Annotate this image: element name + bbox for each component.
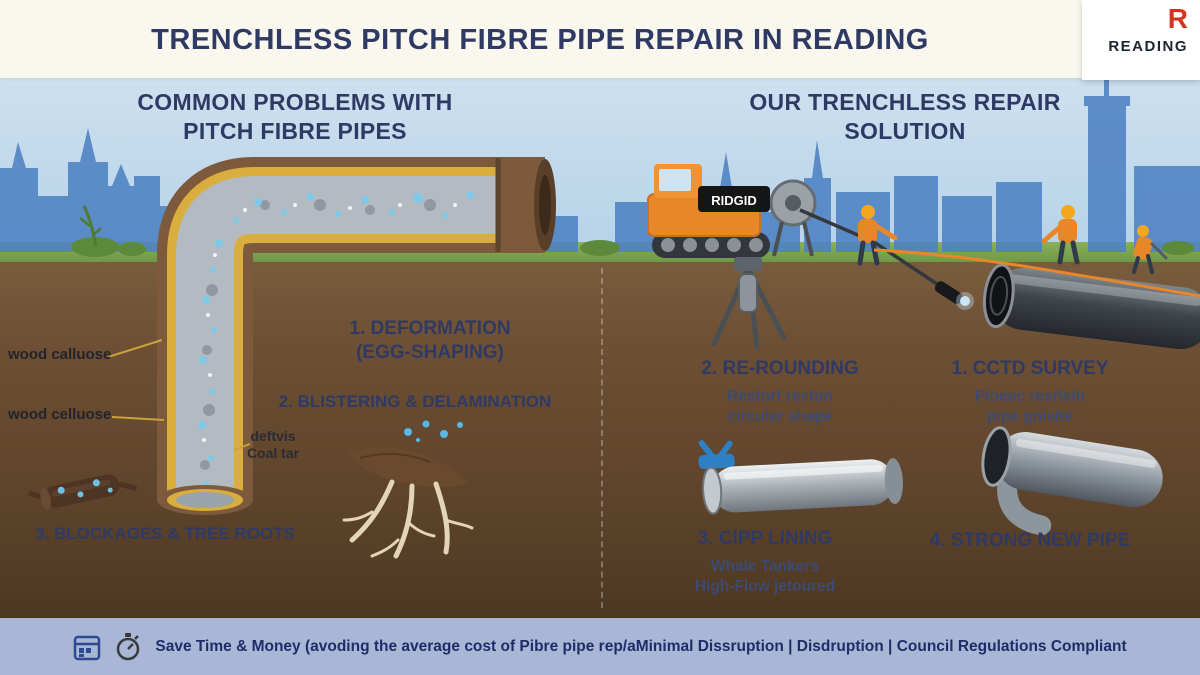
- problem-3-title: 3. BLOCKAGES & TREE ROOTS: [35, 524, 295, 543]
- page-title: TRENCHLESS PITCH FIBRE PIPE REPAIR IN RE…: [151, 24, 929, 56]
- stopwatch-icon: [114, 632, 142, 662]
- step-cctv-survey-desc1: Pioeec resrisin: [974, 388, 1086, 405]
- footer-banner: Save Time & Money (avoding the average c…: [0, 618, 1200, 675]
- step-cctv-survey-desc2: pipe gnisite: [986, 408, 1074, 425]
- step-cctv-survey-title: 1. CCTD SURVEY: [951, 358, 1109, 379]
- step-re-rounding-desc1: Restort reston: [727, 388, 833, 405]
- callout-wood-cellulose-top: wood calluose: [8, 346, 112, 363]
- step-cipp-lining-desc2: High-Flow jetoured: [694, 578, 836, 595]
- right-heading-line1: OUR TRENCHLESS REPAIR: [749, 89, 1061, 115]
- step-cipp-lining-desc1: Whale Tankers: [710, 558, 820, 575]
- soil-background: [0, 262, 1200, 618]
- grass-strip: [0, 242, 1200, 264]
- footer-benefits-text: Save Time & Money (avoding the average c…: [155, 637, 1127, 655]
- right-panel-heading: OUR TRENCHLESS REPAIR SOLUTION: [735, 88, 1075, 146]
- left-heading-line1: COMMON PROBLEMS WITH: [137, 89, 453, 115]
- callout-wood-cellulose-bottom: wood celluose: [8, 406, 112, 423]
- step-new-pipe-title: 4. STRONG NEW PIPE: [929, 530, 1131, 551]
- callout-coal-tar-line1: deftvis: [250, 428, 296, 444]
- problem-1-title: 1. DEFORMATION: [349, 318, 511, 339]
- problem-2-title: 2. BLISTERING & DELAMINATION: [278, 392, 552, 411]
- left-heading-line2: PITCH FIBRE PIPES: [183, 117, 407, 144]
- title-banner: [0, 0, 1200, 78]
- step-re-rounding-desc2: circular shape: [727, 408, 833, 425]
- left-panel-heading: COMMON PROBLEMS WITH PITCH FIBRE PIPES: [120, 88, 470, 146]
- reading-logo-icon: R: [1167, 3, 1188, 34]
- reading-logo-text: READING: [1108, 38, 1188, 55]
- right-heading-line2: SOLUTION: [844, 117, 966, 144]
- step-cipp-lining-title: 3. CIPP LINING: [697, 528, 833, 549]
- problem-1-subtitle: (EGG-SHAPING): [356, 342, 504, 363]
- callout-coal-tar-line2: Coal tar: [246, 445, 300, 461]
- calendar-icon: [73, 633, 101, 661]
- panel-divider: [601, 268, 603, 608]
- reading-logo-badge: R READING: [1082, 0, 1200, 80]
- step-re-rounding-title: 2. RE-ROUNDING: [701, 358, 859, 379]
